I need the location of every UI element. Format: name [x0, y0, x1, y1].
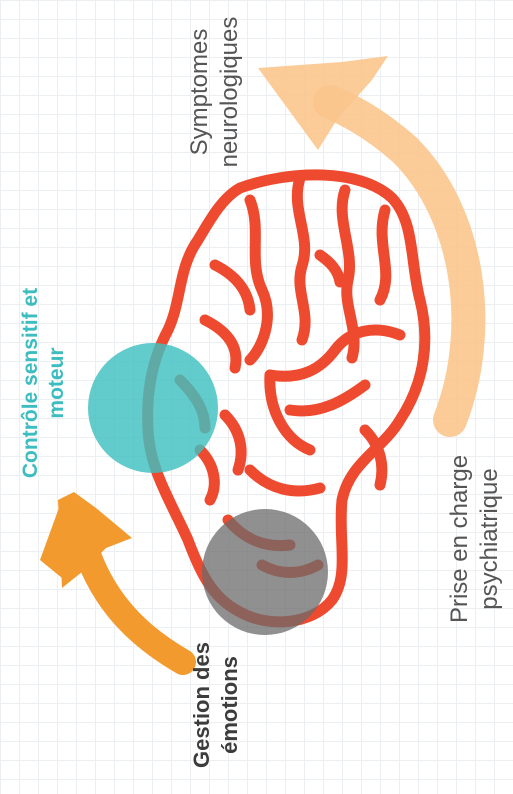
emotion-management-label: Gestion des émotions — [188, 625, 258, 785]
motor-control-label: Contrôle sensitif et moteur — [18, 223, 88, 543]
motor-control-label-line1: Contrôle sensitif et — [18, 223, 44, 543]
peach-curved-arrow — [258, 56, 468, 420]
neurological-symptoms-label-line1: Symptomes — [185, 0, 215, 192]
neurological-symptoms-label: Symptomes neurologiques — [185, 0, 255, 192]
motor-region-circle — [88, 343, 218, 473]
emotion-region-circle — [202, 509, 328, 635]
emotion-management-label-line2: émotions — [216, 625, 244, 785]
emotion-management-label-line1: Gestion des — [188, 625, 216, 785]
psychiatric-care-label-line2: psychiatrique — [475, 424, 505, 654]
motor-control-label-line2: moteur — [44, 223, 70, 543]
neurological-symptoms-label-line2: neurologiques — [215, 0, 245, 192]
psychiatric-care-label-line1: Prise en charge — [445, 424, 475, 654]
psychiatric-care-label: Prise en charge psychiatrique — [445, 424, 513, 654]
